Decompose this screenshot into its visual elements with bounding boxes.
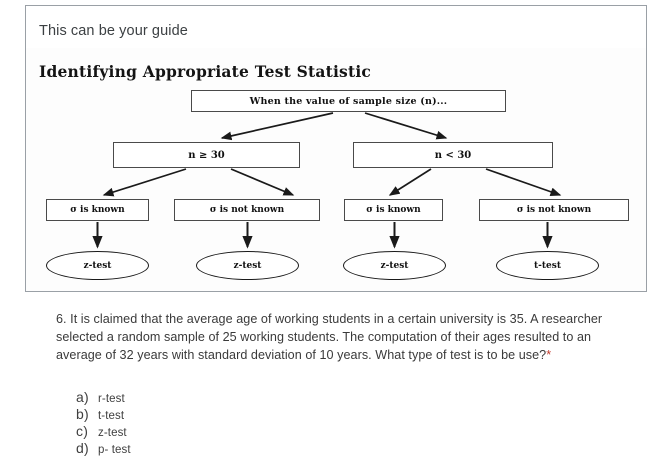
option-b[interactable]: b) t-test	[76, 406, 376, 423]
node-root-sample-size: When the value of sample size (n)...	[191, 90, 506, 112]
node-sigma-not-known-large-n: σ is not known	[174, 199, 320, 221]
question-block: 6. It is claimed that the average age of…	[56, 310, 616, 364]
option-d-label: p- test	[98, 444, 131, 456]
option-c[interactable]: c) z-test	[76, 423, 376, 440]
node-sigma-not-known-small-n: σ is not known	[479, 199, 629, 221]
terminal-z-test-3: z-test	[343, 251, 446, 280]
required-marker: *	[546, 348, 552, 362]
guide-card: This can be your guide Identifying Appro…	[25, 5, 647, 292]
guide-heading: This can be your guide	[39, 23, 188, 39]
question-text: 6. It is claimed that the average age of…	[56, 312, 603, 362]
option-b-letter: b)	[76, 406, 89, 422]
test-statistic-diagram: Identifying Appropriate Test Statistic	[26, 48, 646, 291]
option-a-label: r-test	[98, 393, 125, 405]
node-n-greater-equal-30: n ≥ 30	[113, 142, 300, 168]
option-b-label: t-test	[98, 410, 125, 422]
option-a-letter: a)	[76, 389, 89, 405]
option-a[interactable]: a) r-test	[76, 389, 376, 406]
node-sigma-known-small-n: σ is known	[344, 199, 443, 221]
option-c-letter: c)	[76, 423, 89, 439]
options-list: a) r-test b) t-test c) z-test d) p- test	[76, 389, 376, 457]
terminal-z-test-2: z-test	[196, 251, 299, 280]
node-n-less-than-30: n < 30	[353, 142, 553, 168]
node-sigma-known-large-n: σ is known	[46, 199, 149, 221]
terminal-t-test: t-test	[496, 251, 599, 280]
option-c-label: z-test	[98, 427, 127, 439]
option-d-letter: d)	[76, 440, 89, 456]
terminal-z-test-1: z-test	[46, 251, 149, 280]
option-d[interactable]: d) p- test	[76, 440, 376, 457]
diagram-title: Identifying Appropriate Test Statistic	[39, 62, 372, 81]
